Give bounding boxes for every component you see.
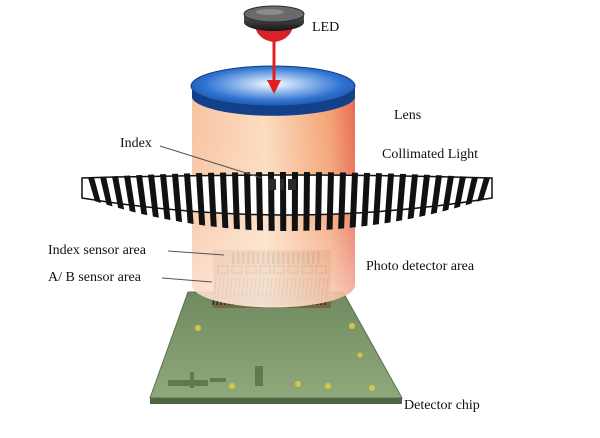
scale-stripe [100,176,113,207]
scale-stripe [314,172,322,231]
scale-stripe [361,172,370,227]
scale-stripe [372,173,382,226]
chip-pads [195,323,375,391]
scale-stripe [172,173,183,223]
scale-stripe [465,176,478,206]
scale-stripe [396,173,406,222]
index-leader [159,145,263,179]
detector-chip [149,291,403,404]
scale-stripe [303,172,310,231]
scale-stripe [326,172,334,230]
photo-detector-area-label: Photo detector area [366,259,475,274]
scale-stripe [196,173,206,226]
index-sensor-leader [167,250,225,256]
chip-circuit [168,366,263,388]
collimated-light-label: Collimated Light [382,147,479,162]
scale-stripe [338,172,346,229]
index-label: Index [120,136,152,151]
scale-stripe [256,172,264,231]
scale-stripe [112,176,125,210]
scale-stripe [88,177,101,203]
scale-stripe [136,175,148,216]
scale-stripe [453,176,466,209]
detector-chip-label: Detector chip [404,398,480,413]
scale-stripe [430,175,442,215]
scale-stripe [384,173,394,224]
led-label: LED [312,20,340,35]
scale-stripe [124,175,136,213]
encoder-scale [81,172,493,231]
scale-stripe [442,175,454,212]
scale-stripe [244,172,252,230]
scale-stripe [477,177,490,202]
lens-label: Lens [394,108,422,123]
scale-stripe [232,172,240,230]
scale-stripe [407,174,418,220]
index-sensor-area-label: Index sensor area [48,243,146,258]
leader-lines [159,145,263,283]
scale-stripe [184,173,194,224]
scale-stripe [220,172,229,229]
scale-index-marks [269,179,296,190]
scale-stripe [419,174,430,217]
ab-sensor-area-label: A/ B sensor area [48,270,141,285]
ab-sensor-leader [161,277,213,283]
scale-stripe [208,172,217,228]
scale-stripe [349,172,358,228]
led [243,5,305,42]
beam-arrow [267,40,281,94]
scale-stripe [148,174,159,218]
scale-stripe [160,174,171,221]
